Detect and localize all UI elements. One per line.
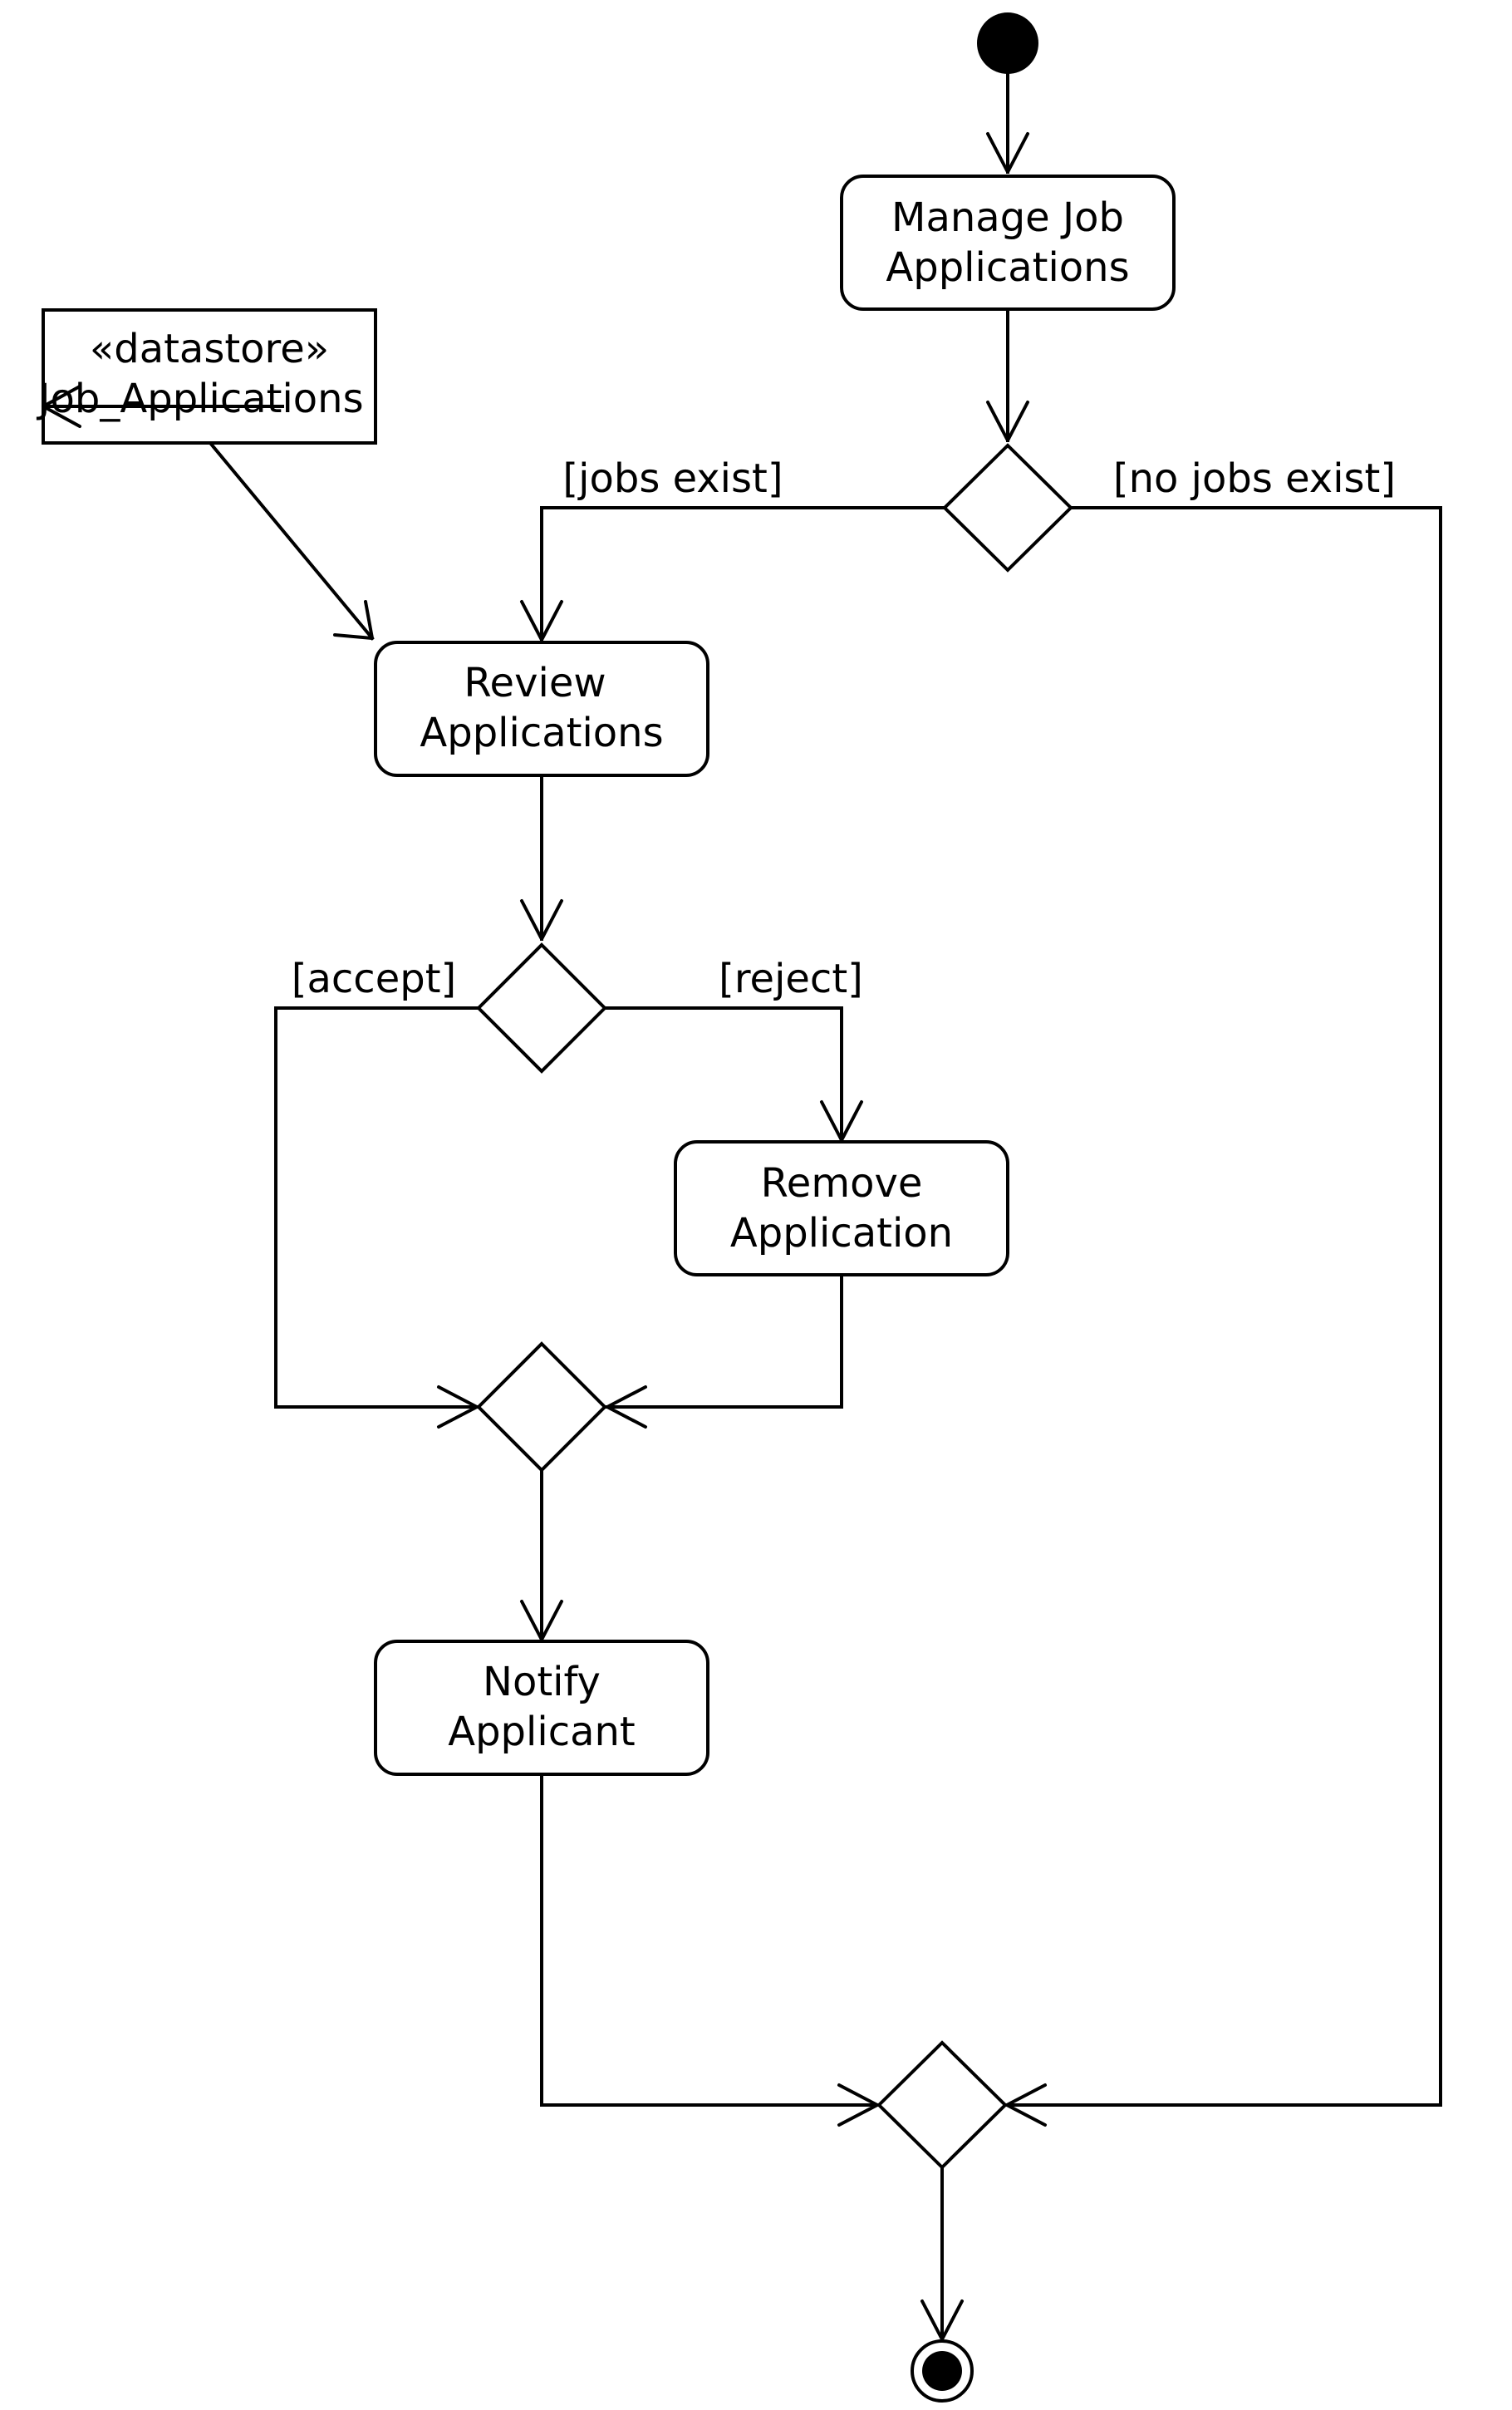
arrowhead	[333, 600, 374, 640]
action-label: Application	[730, 1210, 953, 1257]
decision-node-jobs	[942, 443, 1073, 573]
decision-node-review	[476, 942, 607, 1074]
action-manage-job-applications: Manage Job Applications	[840, 175, 1176, 311]
initial-node	[977, 12, 1038, 74]
action-label: Applicant	[448, 1709, 636, 1755]
merge-node	[476, 1341, 607, 1473]
arrowhead	[42, 385, 81, 428]
arrowhead	[986, 401, 1029, 442]
flow-remove-to-merge	[606, 1273, 843, 1409]
final-merge-node	[876, 2040, 1008, 2170]
flow-accept	[274, 1006, 479, 1409]
flow-no-jobs-exist	[1005, 506, 1442, 2107]
arrowhead	[520, 600, 563, 642]
flow-datastore-to-review	[208, 440, 375, 641]
arrowhead	[606, 1385, 647, 1429]
action-review-applications: Review Applications	[374, 641, 709, 777]
action-label: Manage Job	[891, 194, 1124, 241]
final-node	[911, 2339, 974, 2403]
arrowhead	[986, 132, 1029, 174]
flow-notify-to-final-merge	[540, 1773, 879, 2107]
action-label: Review	[464, 660, 606, 706]
action-label: Applications	[420, 710, 663, 756]
action-remove-application: Remove Application	[674, 1140, 1009, 1276]
flow-jobs-exist	[540, 506, 945, 642]
guard-accept: [accept]	[292, 956, 456, 1002]
guard-reject: [reject]	[719, 956, 863, 1002]
guard-no-jobs-exist: [no jobs exist]	[1113, 455, 1396, 502]
action-notify-applicant: Notify Applicant	[374, 1640, 709, 1776]
guard-jobs-exist: [jobs exist]	[562, 455, 783, 502]
action-label: Remove	[761, 1160, 923, 1207]
datastore-stereotype: «datastore»	[90, 326, 329, 372]
datastore-name: Job_Applications	[36, 376, 363, 422]
action-label: Applications	[886, 244, 1129, 291]
action-label: Notify	[483, 1659, 601, 1705]
flow-reject	[604, 1006, 843, 1142]
datastore-job-applications: «datastore» Job_Applications	[36, 308, 377, 445]
arrowhead	[520, 899, 563, 941]
